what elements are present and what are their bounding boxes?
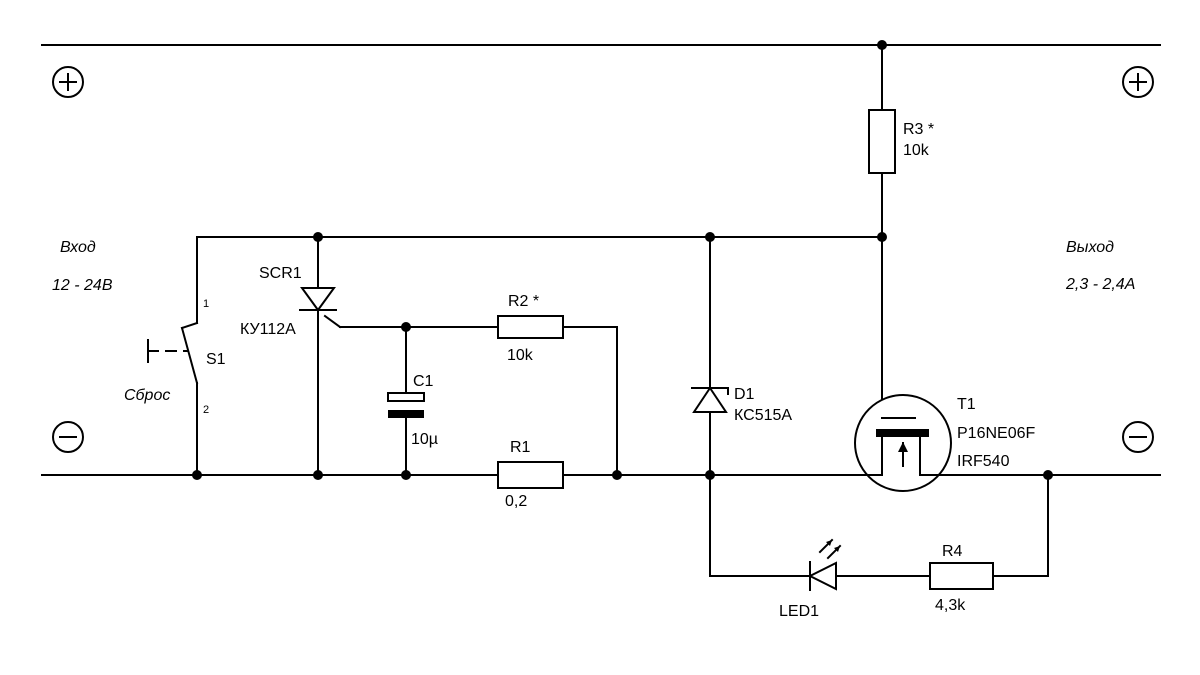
d1-value: КС515А: [734, 407, 792, 424]
switch-s1: [147, 321, 199, 385]
scr1-ref: SCR1: [259, 265, 302, 282]
terminal-minus-right: [1122, 421, 1154, 453]
terminal-plus-left: [52, 66, 84, 98]
s1-ref: S1: [206, 351, 226, 368]
input-label: Вход: [60, 239, 96, 256]
resistor-r1: [497, 461, 564, 489]
r4-ref: R4: [942, 543, 963, 560]
terminal-minus-left: [52, 421, 84, 453]
terminal-plus-right: [1122, 66, 1154, 98]
junction-dot: [612, 470, 622, 480]
r2-ref: R2 *: [508, 293, 539, 310]
d1-ref: D1: [734, 386, 755, 403]
junctions: [192, 40, 1053, 480]
thyristor-scr1: [299, 287, 342, 329]
junction-dot: [1043, 470, 1053, 480]
t1-ref: T1: [957, 396, 976, 413]
reset-label: Сброс: [124, 387, 170, 404]
r3-ref: R3 *: [903, 121, 934, 138]
r1-value: 0,2: [505, 493, 527, 510]
r2-value: 10k: [507, 347, 534, 364]
t1-value2: IRF540: [957, 453, 1010, 470]
resistor-r3: [868, 109, 896, 174]
resistor-r4: [929, 562, 994, 590]
c1-ref: C1: [413, 373, 434, 390]
junction-dot: [401, 470, 411, 480]
s1-pin1: 1: [203, 298, 209, 310]
junction-dot: [877, 232, 887, 242]
junction-dot: [313, 470, 323, 480]
led1-ref: LED1: [779, 603, 819, 620]
capacitor-c1: [387, 392, 425, 418]
r3-value: 10k: [903, 142, 930, 159]
c1-value: 10µ: [411, 431, 438, 448]
input-range: 12 - 24В: [52, 277, 113, 294]
output-label: Выход: [1066, 239, 1114, 256]
r1-ref: R1: [510, 439, 531, 456]
wires: [41, 44, 1161, 577]
junction-dot: [705, 232, 715, 242]
resistor-r2: [497, 315, 564, 339]
junction-dot: [877, 40, 887, 50]
junction-dot: [313, 232, 323, 242]
zener-diode-d1: [691, 386, 729, 413]
junction-dot: [705, 470, 715, 480]
junction-dot: [401, 322, 411, 332]
scr1-value: КУ112А: [240, 321, 296, 338]
junction-dot: [192, 470, 202, 480]
output-range: 2,3 - 2,4А: [1065, 276, 1135, 293]
t1-value1: P16NE06F: [957, 425, 1035, 442]
s1-pin2: 2: [203, 404, 209, 416]
led-led1: [807, 538, 842, 591]
r4-value: 4,3k: [935, 597, 966, 614]
mosfet-t1: [854, 394, 952, 492]
